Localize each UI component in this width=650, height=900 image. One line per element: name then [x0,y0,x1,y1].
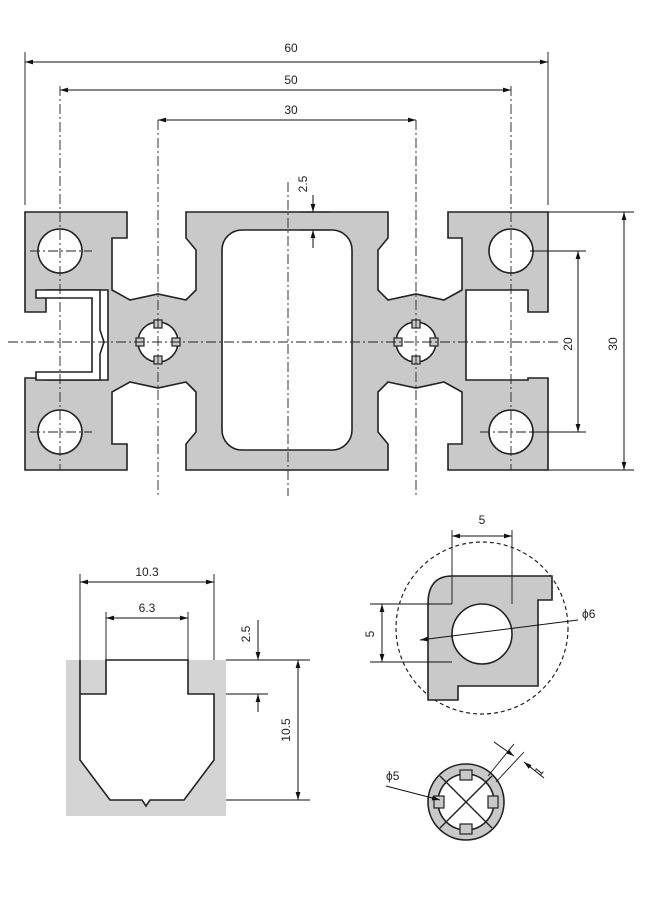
bore-keys [433,769,499,835]
dim-50: 50 [284,73,298,87]
dim-10-3: 10.3 [135,565,159,579]
dim-60: 60 [284,41,298,55]
dim-20: 20 [561,337,575,351]
dim-6-3: 6.3 [139,601,156,615]
left-slot-cavity [35,289,105,381]
dim-phi-6: ϕ6 [582,607,596,621]
dim-phi-5: ϕ5 [386,769,400,783]
dim-slot-2-5: 2.5 [239,625,253,642]
slot-cavity [79,659,215,808]
corner-detail-hole [451,603,513,665]
main-profile: 60 50 30 2.5 20 30 [8,41,634,496]
corner-detail: 5 5 ϕ6 [363,513,596,715]
dim-30-height: 30 [606,337,620,351]
dim-corner-5-vertical: 5 [363,630,377,637]
central-cavity [221,229,353,451]
dim-10-5: 10.5 [279,718,293,742]
detail-boundary [395,541,569,715]
dim-1: 1 [531,764,546,778]
slot-detail: 10.3 6.3 2.5 10.5 [66,565,310,816]
dim-2-5: 2.5 [296,175,310,192]
center-bore-detail: ϕ5 1 [385,741,547,841]
dim-30-width: 30 [284,103,298,117]
dim-corner-5: 5 [479,513,486,527]
